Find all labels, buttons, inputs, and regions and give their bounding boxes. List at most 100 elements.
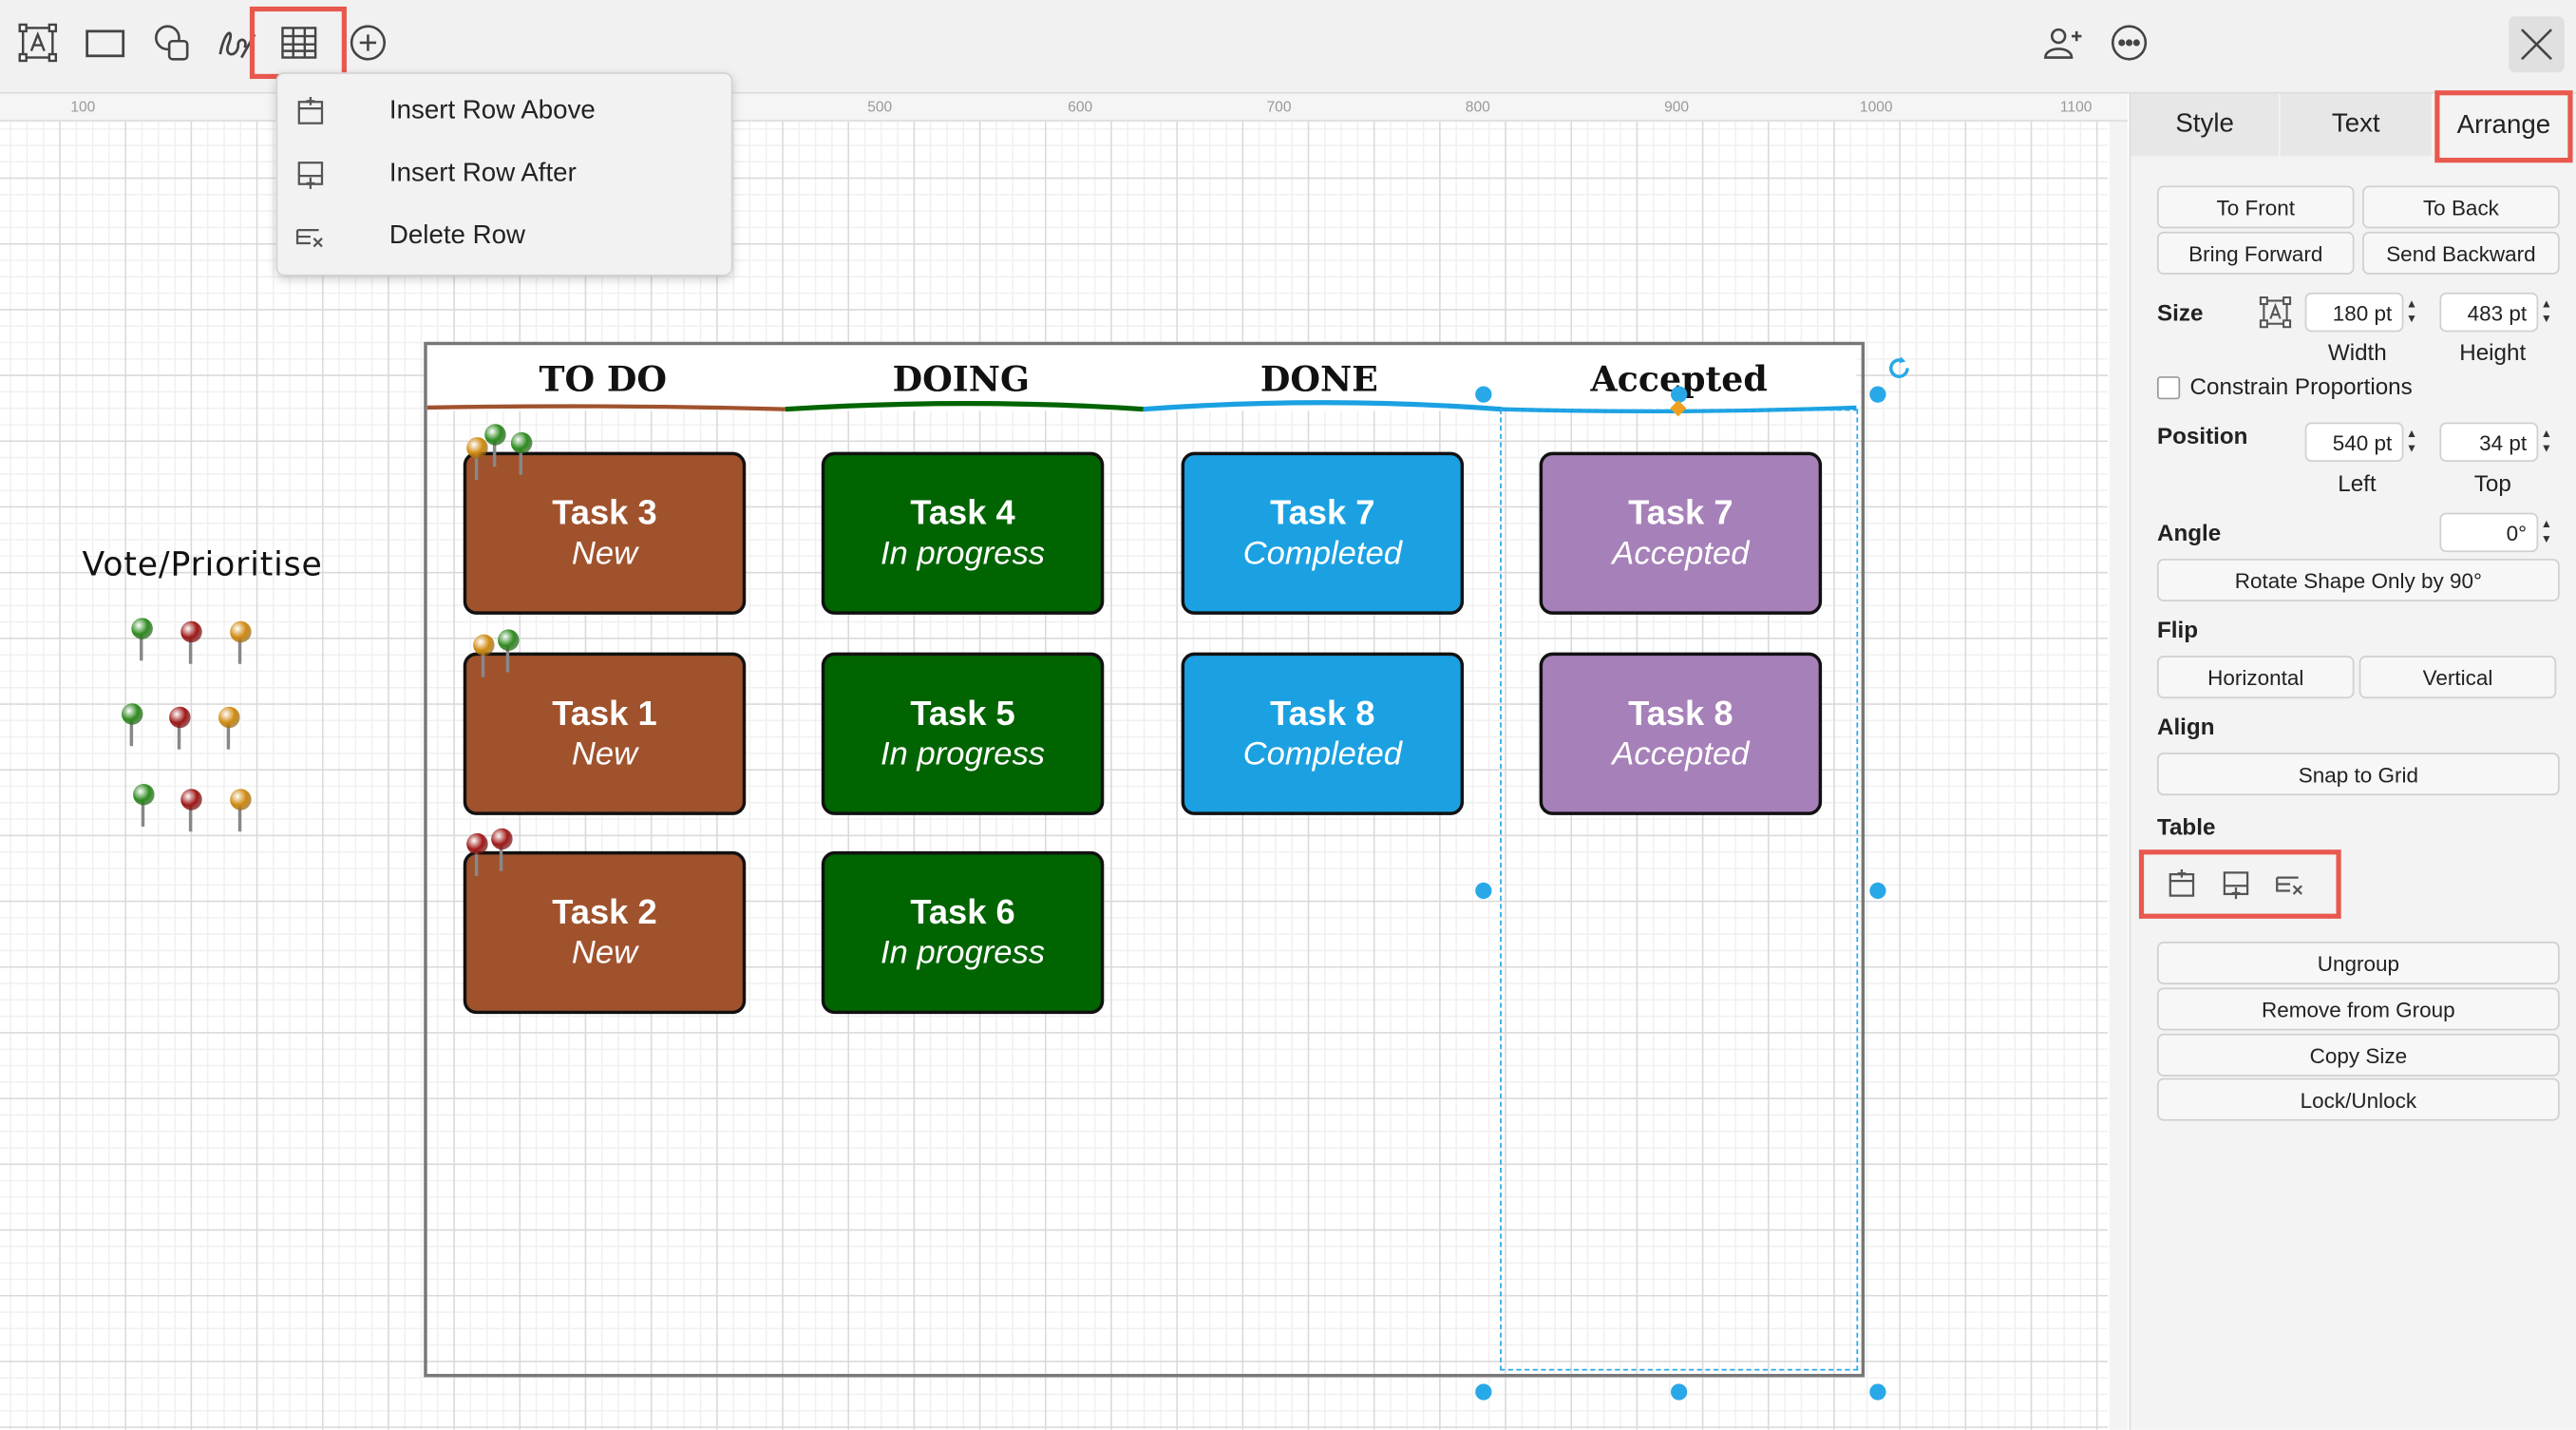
column-header-todo[interactable]: TO DO xyxy=(539,358,668,400)
width-stepper[interactable]: ▲▼ xyxy=(2406,298,2418,326)
pin-stick xyxy=(188,805,193,832)
delete-row-icon[interactable] xyxy=(2274,868,2307,901)
flip-horizontal-button[interactable]: Horizontal xyxy=(2156,656,2355,699)
rotate-button[interactable]: Rotate Shape Only by 90° xyxy=(2156,559,2560,602)
tab-style[interactable]: Style xyxy=(2131,93,2279,157)
column-header-doing[interactable]: DOING xyxy=(892,358,1030,400)
rotate-handle-icon[interactable] xyxy=(1886,355,1913,382)
pin-icon[interactable] xyxy=(218,706,240,729)
resize-handle[interactable] xyxy=(1475,882,1492,900)
pin-icon[interactable] xyxy=(230,789,252,810)
align-label: Align xyxy=(2156,713,2215,740)
snap-to-grid-button[interactable]: Snap to Grid xyxy=(2156,753,2560,796)
pin-icon[interactable] xyxy=(484,424,506,446)
pin-icon[interactable] xyxy=(230,620,252,643)
resize-handle[interactable] xyxy=(1869,882,1886,900)
to-back-button[interactable]: To Back xyxy=(2362,185,2560,229)
vertical-scrollbar[interactable] xyxy=(2109,121,2128,1430)
pin-stick xyxy=(188,638,193,664)
pin-icon[interactable] xyxy=(491,828,513,850)
card-title: Task 5 xyxy=(910,694,1015,733)
text-icon[interactable] xyxy=(9,13,67,72)
resize-handle[interactable] xyxy=(1671,1383,1688,1401)
ruler-tick: 500 xyxy=(867,98,893,116)
to-front-button[interactable]: To Front xyxy=(2156,185,2355,229)
height-input[interactable]: 483 pt xyxy=(2439,292,2539,333)
pin-icon[interactable] xyxy=(466,832,488,855)
pin-stick xyxy=(237,805,242,832)
pin-icon[interactable] xyxy=(466,437,488,459)
resize-handle[interactable] xyxy=(1869,386,1886,403)
pin-icon[interactable] xyxy=(133,784,155,806)
pin-icon[interactable] xyxy=(510,431,533,454)
freehand-icon[interactable] xyxy=(207,13,266,72)
flip-label: Flip xyxy=(2156,616,2199,643)
angle-input[interactable]: 0° xyxy=(2439,512,2539,553)
copy-size-button[interactable]: Copy Size xyxy=(2156,1033,2560,1077)
add-user-icon[interactable] xyxy=(2034,13,2093,72)
pin-icon[interactable] xyxy=(169,706,191,729)
table-icon[interactable] xyxy=(249,6,347,80)
constrain-checkbox[interactable] xyxy=(2156,376,2181,400)
pin-stick xyxy=(505,645,510,673)
angle-label: Angle xyxy=(2156,519,2222,546)
format-panel-icon[interactable] xyxy=(2509,16,2565,73)
card-status: Accepted xyxy=(1612,734,1750,772)
autosize-icon[interactable] xyxy=(2259,296,2292,329)
card-status: New xyxy=(571,934,638,971)
flip-vertical-button[interactable]: Vertical xyxy=(2358,656,2557,699)
top-input[interactable]: 34 pt xyxy=(2439,422,2539,463)
send-backward-button[interactable]: Send Backward xyxy=(2362,231,2560,275)
top-label: Top xyxy=(2473,469,2511,497)
more-icon[interactable] xyxy=(2099,13,2158,72)
resize-handle[interactable] xyxy=(1671,386,1688,403)
pin-icon[interactable] xyxy=(180,789,202,810)
width-input[interactable]: 180 pt xyxy=(2304,292,2404,333)
constrain-label: Constrain Proportions xyxy=(2189,372,2413,400)
pin-icon[interactable] xyxy=(498,629,520,651)
pin-icon[interactable] xyxy=(180,620,202,643)
shapes-icon[interactable] xyxy=(142,13,201,72)
pin-stick xyxy=(492,440,497,467)
left-input[interactable]: 540 pt xyxy=(2304,422,2404,463)
pin-icon[interactable] xyxy=(121,703,143,725)
add-icon[interactable] xyxy=(338,13,397,72)
ruler-tick: 700 xyxy=(1266,98,1292,116)
angle-stepper[interactable]: ▲▼ xyxy=(2540,519,2552,546)
lock-unlock-button[interactable]: Lock/Unlock xyxy=(2156,1077,2560,1121)
remove-from-group-button[interactable]: Remove from Group xyxy=(2156,987,2560,1031)
resize-handle[interactable] xyxy=(1869,1383,1886,1401)
top-stepper[interactable]: ▲▼ xyxy=(2540,429,2552,456)
pin-icon[interactable] xyxy=(131,618,153,639)
menu-item-delete-row[interactable]: Delete Row xyxy=(277,205,730,268)
resize-handle[interactable] xyxy=(1475,386,1492,403)
bring-forward-button[interactable]: Bring Forward xyxy=(2156,231,2355,275)
column-header-done[interactable]: DONE xyxy=(1260,358,1378,400)
kanban-table[interactable] xyxy=(424,341,1866,1378)
resize-handle[interactable] xyxy=(1475,1383,1492,1401)
menu-item-label: Delete Row xyxy=(388,221,525,250)
insert-row-after-icon[interactable] xyxy=(2220,868,2253,901)
menu-item-insert-row-above[interactable]: Insert Row Above xyxy=(277,81,730,143)
ungroup-button[interactable]: Ungroup xyxy=(2156,942,2560,985)
tab-arrange[interactable]: Arrange xyxy=(2434,90,2573,163)
height-stepper[interactable]: ▲▼ xyxy=(2540,298,2552,326)
left-stepper[interactable]: ▲▼ xyxy=(2406,429,2418,456)
pin-icon[interactable] xyxy=(473,634,495,657)
tab-text[interactable]: Text xyxy=(2280,93,2432,157)
insert-row-above-icon[interactable] xyxy=(2166,868,2199,901)
table-label: Table xyxy=(2156,813,2216,840)
ruler-tick: 1000 xyxy=(1859,98,1893,116)
menu-item-insert-row-after[interactable]: Insert Row After xyxy=(277,143,730,205)
rectangle-icon[interactable] xyxy=(76,13,135,72)
